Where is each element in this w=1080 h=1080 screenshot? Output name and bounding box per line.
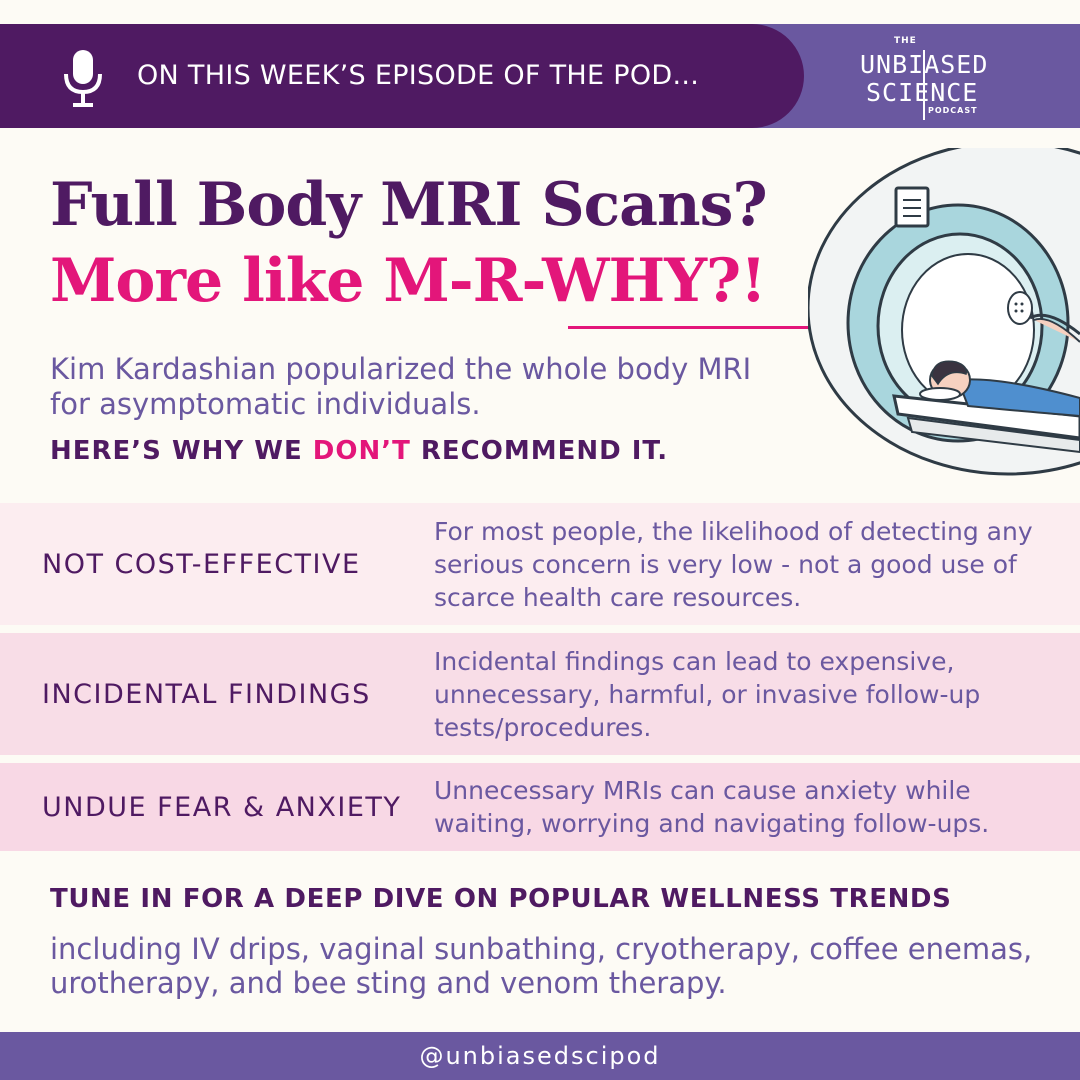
- tune-in-heading: TUNE IN FOR A DEEP DIVE ON POPULAR WELLN…: [50, 884, 952, 914]
- why-heading: HERE’S WHY WE DON’T RECOMMEND IT.: [50, 436, 668, 466]
- microphone-icon: [64, 50, 102, 107]
- title-underline: [568, 326, 812, 329]
- reason-description: Incidental findings can lead to expensiv…: [434, 646, 981, 742]
- reason-description: Unnecessary MRIs can cause anxiety while…: [434, 776, 990, 838]
- reason-description: For most people, the likelihood of detec…: [434, 516, 1033, 612]
- why-highlight: DON’T: [312, 436, 411, 466]
- tune-in-description: including IV drips, vaginal sunbathing, …: [50, 932, 1033, 1000]
- why-before: HERE’S WHY WE: [50, 436, 313, 466]
- reason-row-anxiety: UNDUE FEAR & ANXIETY Unnecessary MRIs ca…: [0, 763, 1080, 851]
- podcast-logo: THE UNBIASED SCIENCE PODCAST: [856, 34, 1016, 120]
- logo-the: THE: [894, 36, 917, 46]
- mri-scanner-illustration: [808, 148, 1080, 476]
- reason-row-incidental: INCIDENTAL FINDINGS Incidental findings …: [0, 633, 1080, 755]
- why-after: RECOMMEND IT.: [410, 436, 669, 466]
- reason-label: UNDUE FEAR & ANXIETY: [42, 791, 402, 823]
- reason-label: INCIDENTAL FINDINGS: [42, 678, 371, 710]
- logo-podcast: PODCAST: [928, 106, 978, 115]
- footer-handle[interactable]: @unbiasedscipod: [0, 1032, 1080, 1080]
- intro-text: Kim Kardashian popularized the whole bod…: [50, 352, 752, 421]
- title-line-2: More like M-R-WHY?!: [50, 246, 767, 316]
- episode-banner-text: ON THIS WEEK’S EPISODE OF THE POD...: [137, 60, 700, 91]
- logo-divider: [923, 50, 925, 120]
- logo-science: SCIENCE: [866, 78, 979, 107]
- reason-label: NOT COST-EFFECTIVE: [42, 548, 361, 580]
- episode-banner: ON THIS WEEK’S EPISODE OF THE POD...: [0, 24, 804, 128]
- reason-row-cost: NOT COST-EFFECTIVE For most people, the …: [0, 503, 1080, 625]
- title-line-1: Full Body MRI Scans?: [50, 170, 768, 240]
